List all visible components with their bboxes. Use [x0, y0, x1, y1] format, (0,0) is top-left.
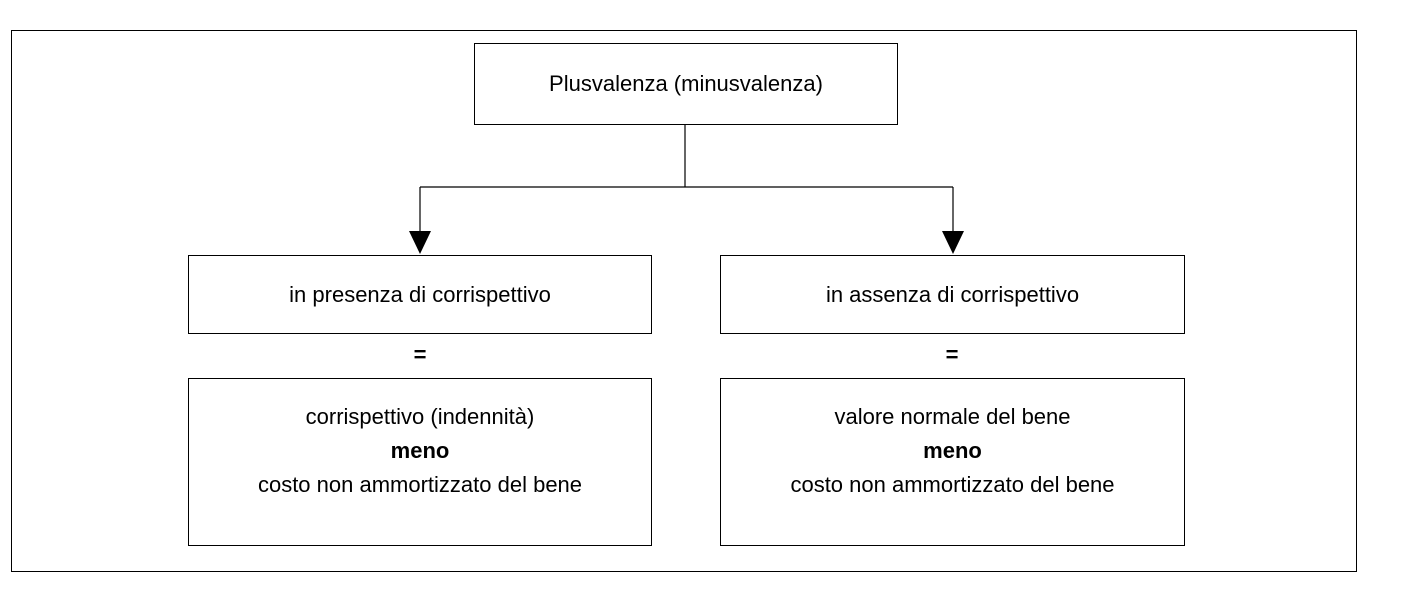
formula-node-right: valore normale del bene meno costo non a… — [720, 378, 1185, 546]
formula-right-line1: valore normale del bene — [834, 404, 1071, 429]
root-node-label: Plusvalenza (minusvalenza) — [549, 71, 823, 96]
formula-right-line2: costo non ammortizzato del bene — [790, 472, 1115, 497]
formula-left: corrispettivo (indennità) meno costo non… — [258, 400, 582, 502]
formula-right-operator: meno — [923, 438, 982, 463]
case-right-label: in assenza di corrispettivo — [825, 281, 1080, 307]
equals-sign-right: = — [945, 342, 959, 367]
formula-left-line1: corrispettivo (indennità) — [305, 404, 535, 429]
formula-node-left: corrispettivo (indennità) meno costo non… — [188, 378, 652, 546]
formula-left-line2: costo non ammortizzato del bene — [257, 472, 583, 497]
root-node: Plusvalenza (minusvalenza) — [474, 43, 898, 125]
case-node-without-consideration: in assenza di corrispettivo — [720, 255, 1185, 334]
case-node-with-consideration: in presenza di corrispettivo — [188, 255, 652, 334]
case-left-label: in presenza di corrispettivo — [289, 281, 551, 307]
equals-sign-left: = — [413, 342, 427, 367]
diagram-frame — [11, 30, 1357, 572]
formula-right: valore normale del bene meno costo non a… — [790, 400, 1114, 502]
formula-left-operator: meno — [390, 438, 450, 463]
